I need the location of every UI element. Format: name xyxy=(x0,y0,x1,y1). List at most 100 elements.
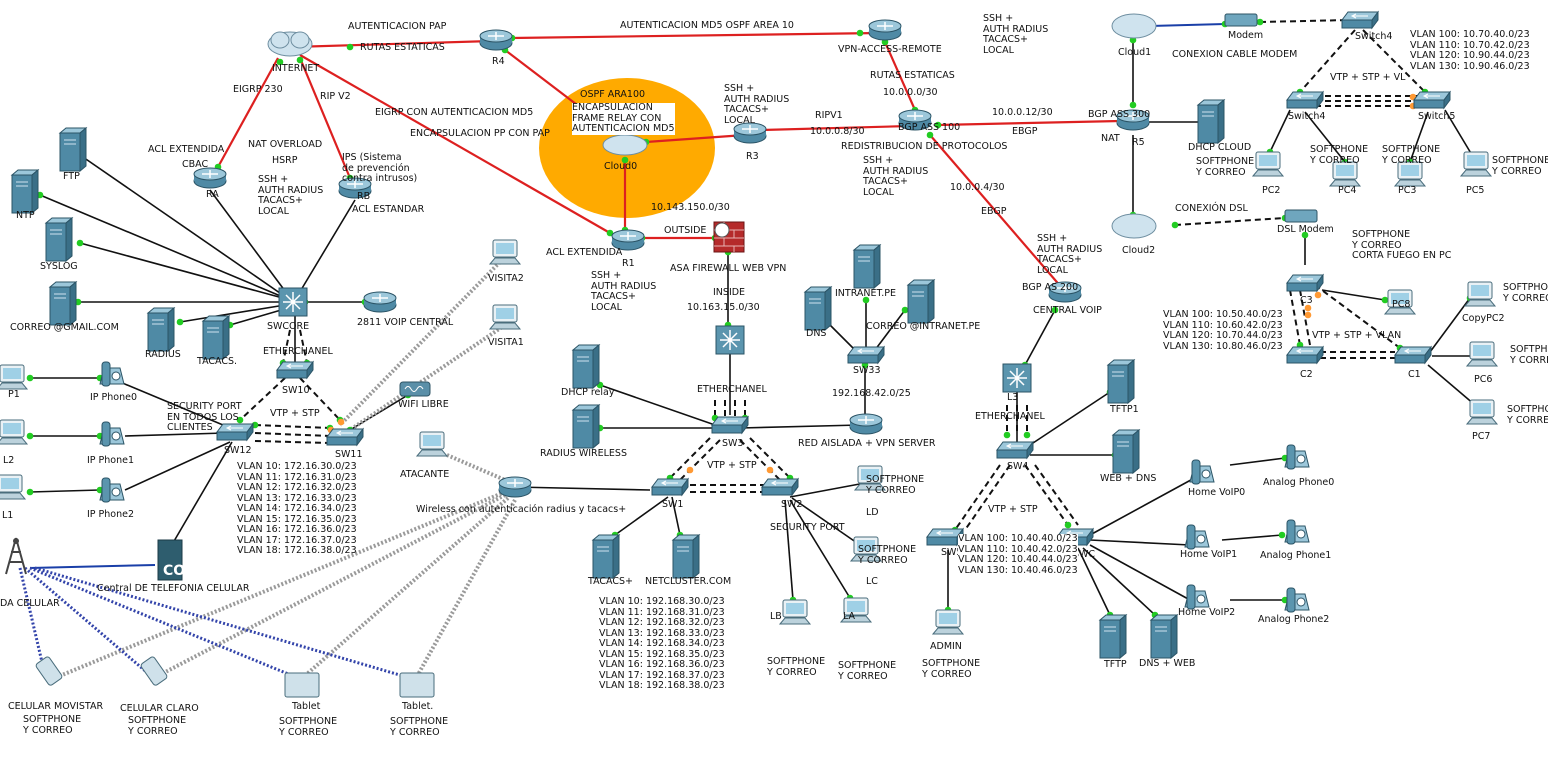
l2-pc-icon[interactable] xyxy=(0,419,29,445)
tftp1-server-icon[interactable] xyxy=(1106,358,1136,405)
asa-firewall-icon[interactable] xyxy=(713,221,745,253)
sw12-switch-icon[interactable] xyxy=(216,422,254,442)
cable-modem-icon[interactable] xyxy=(1224,13,1258,27)
correo-gmail-server-icon[interactable] xyxy=(48,280,78,327)
dhcp-relay-server-icon[interactable] xyxy=(571,343,601,390)
label-voip-central: 2811 VOIP CENTRAL xyxy=(357,317,454,328)
home-voip0-icon[interactable] xyxy=(1189,459,1215,485)
tablet-icon[interactable] xyxy=(284,672,320,698)
celular-claro-icon[interactable] xyxy=(140,656,168,686)
visita2-pc-icon[interactable] xyxy=(488,239,522,265)
label-correo-gmail: CORREO @GMAIL.COM xyxy=(10,322,119,333)
copypc2-pc-icon[interactable] xyxy=(1463,281,1497,307)
pc2-pc-icon[interactable] xyxy=(1251,151,1285,177)
atacante-pc-icon[interactable] xyxy=(415,431,449,457)
correo-intranet-server-icon[interactable] xyxy=(906,278,936,325)
ntp-server-icon[interactable] xyxy=(10,168,40,215)
label-analog-phone1: Analog Phone1 xyxy=(1260,550,1332,561)
dns-mid-server-icon[interactable] xyxy=(803,285,833,332)
pc5-pc-icon[interactable] xyxy=(1459,151,1493,177)
home-voip1-icon[interactable] xyxy=(1184,524,1210,550)
radius-wireless-server-icon[interactable] xyxy=(571,403,601,450)
radius-server-icon[interactable] xyxy=(146,306,176,353)
label-tablet1-sp: SOFTPHONE Y CORREO xyxy=(279,716,338,738)
dns-web-server-icon[interactable] xyxy=(1149,613,1179,660)
netcluster-server-icon[interactable] xyxy=(671,533,701,580)
tablet-2-icon[interactable] xyxy=(399,672,435,698)
analog-phone1-icon[interactable] xyxy=(1284,519,1310,545)
swcore-switch-icon[interactable] xyxy=(278,287,308,317)
sw1-switch-icon[interactable] xyxy=(651,477,689,497)
sw33-switch-icon[interactable] xyxy=(847,345,885,365)
ip-phone1-icon[interactable] xyxy=(99,421,125,447)
web-dns-server-icon[interactable] xyxy=(1111,428,1141,475)
l1-pc-icon[interactable] xyxy=(0,474,27,500)
syslog-server-icon[interactable] xyxy=(44,216,74,263)
central-office-icon[interactable] xyxy=(157,539,183,581)
c1-switch-icon[interactable] xyxy=(1394,345,1432,365)
label-pc7: PC7 xyxy=(1472,431,1491,442)
label-ld: LD xyxy=(866,507,879,518)
tftp-server-icon[interactable] xyxy=(1098,613,1128,660)
vpn-access-remote-router-icon[interactable] xyxy=(868,19,902,41)
celular-movistar-icon[interactable] xyxy=(35,656,63,686)
pc8-pc-icon[interactable] xyxy=(1383,289,1417,315)
label-copypc2-sp: SOFTPHONE Y CORREO xyxy=(1503,282,1548,304)
l3-multilayer-switch-icon[interactable] xyxy=(715,325,745,355)
bgp-ass-100-router-icon[interactable] xyxy=(898,109,932,131)
sw4-switch-icon[interactable] xyxy=(996,440,1034,460)
visita1-pc-icon[interactable] xyxy=(488,304,522,330)
label-vtp-stp-left: VTP + STP xyxy=(270,408,320,419)
red-aislada-router-icon[interactable] xyxy=(849,413,883,435)
wifi-libre-ap-icon[interactable] xyxy=(399,381,431,397)
cloud2-icon[interactable] xyxy=(1111,213,1157,239)
p1-pc-icon[interactable] xyxy=(0,364,29,390)
pc4-pc-icon[interactable] xyxy=(1328,161,1362,187)
pc3-pc-icon[interactable] xyxy=(1393,161,1427,187)
analog-phone0-icon[interactable] xyxy=(1284,444,1310,470)
ftp-server-icon[interactable] xyxy=(58,126,88,173)
switch5-switch-icon[interactable] xyxy=(1413,90,1451,110)
sw2-switch-icon[interactable] xyxy=(761,477,799,497)
ip-phone0-icon[interactable] xyxy=(99,361,125,387)
label-vtp-stp-vl: VTP + STP + VL xyxy=(1330,72,1406,83)
lc-pc-icon[interactable] xyxy=(849,536,883,562)
ld-pc-icon[interactable] xyxy=(853,465,887,491)
sw5-switch-icon[interactable] xyxy=(926,527,964,547)
cloud0-icon[interactable] xyxy=(602,134,648,156)
pc7-pc-icon[interactable] xyxy=(1465,399,1499,425)
dhcp-cloud-server-icon[interactable] xyxy=(1196,98,1226,145)
l3-right-switch-icon[interactable] xyxy=(1002,363,1032,393)
sw10-switch-icon[interactable] xyxy=(276,360,314,380)
cloud1-icon[interactable] xyxy=(1111,13,1157,39)
sw11-switch-icon[interactable] xyxy=(326,427,364,447)
home-voip2-icon[interactable] xyxy=(1184,584,1210,610)
voip-central-router-icon[interactable] xyxy=(363,291,397,313)
ip-phone2-icon[interactable] xyxy=(99,477,125,503)
lb-pc-icon[interactable] xyxy=(778,599,812,625)
la-pc-icon[interactable] xyxy=(839,597,873,623)
pc6-pc-icon[interactable] xyxy=(1465,341,1499,367)
r4-router-icon[interactable] xyxy=(479,29,513,51)
switch4-switch-icon[interactable] xyxy=(1286,90,1324,110)
analog-phone2-icon[interactable] xyxy=(1284,587,1310,613)
rb-router-icon[interactable] xyxy=(338,177,372,199)
tacacs-server-icon[interactable] xyxy=(201,314,231,361)
sw3-switch-icon[interactable] xyxy=(711,415,749,435)
r1-router-icon[interactable] xyxy=(611,229,645,251)
r3-router-icon[interactable] xyxy=(733,122,767,144)
internet-cloud-icon[interactable] xyxy=(267,31,313,57)
cell-tower-icon[interactable] xyxy=(5,537,27,575)
bgp-as-200-router-icon[interactable] xyxy=(1048,281,1082,303)
dsl-modem-icon[interactable] xyxy=(1284,209,1318,223)
label-cbac: CBAC xyxy=(182,159,209,170)
admin-pc-icon[interactable] xyxy=(931,609,965,635)
intranet-server-icon[interactable] xyxy=(852,243,882,290)
wireless-router-icon[interactable] xyxy=(498,476,532,498)
c3-switch-icon[interactable] xyxy=(1286,273,1324,293)
c2-switch-icon[interactable] xyxy=(1286,345,1324,365)
ra-router-icon[interactable] xyxy=(193,167,227,189)
r5-router-icon[interactable] xyxy=(1116,109,1150,131)
switch3-switch-icon[interactable] xyxy=(1341,10,1379,30)
tacacs-plus-server-icon[interactable] xyxy=(591,533,621,580)
